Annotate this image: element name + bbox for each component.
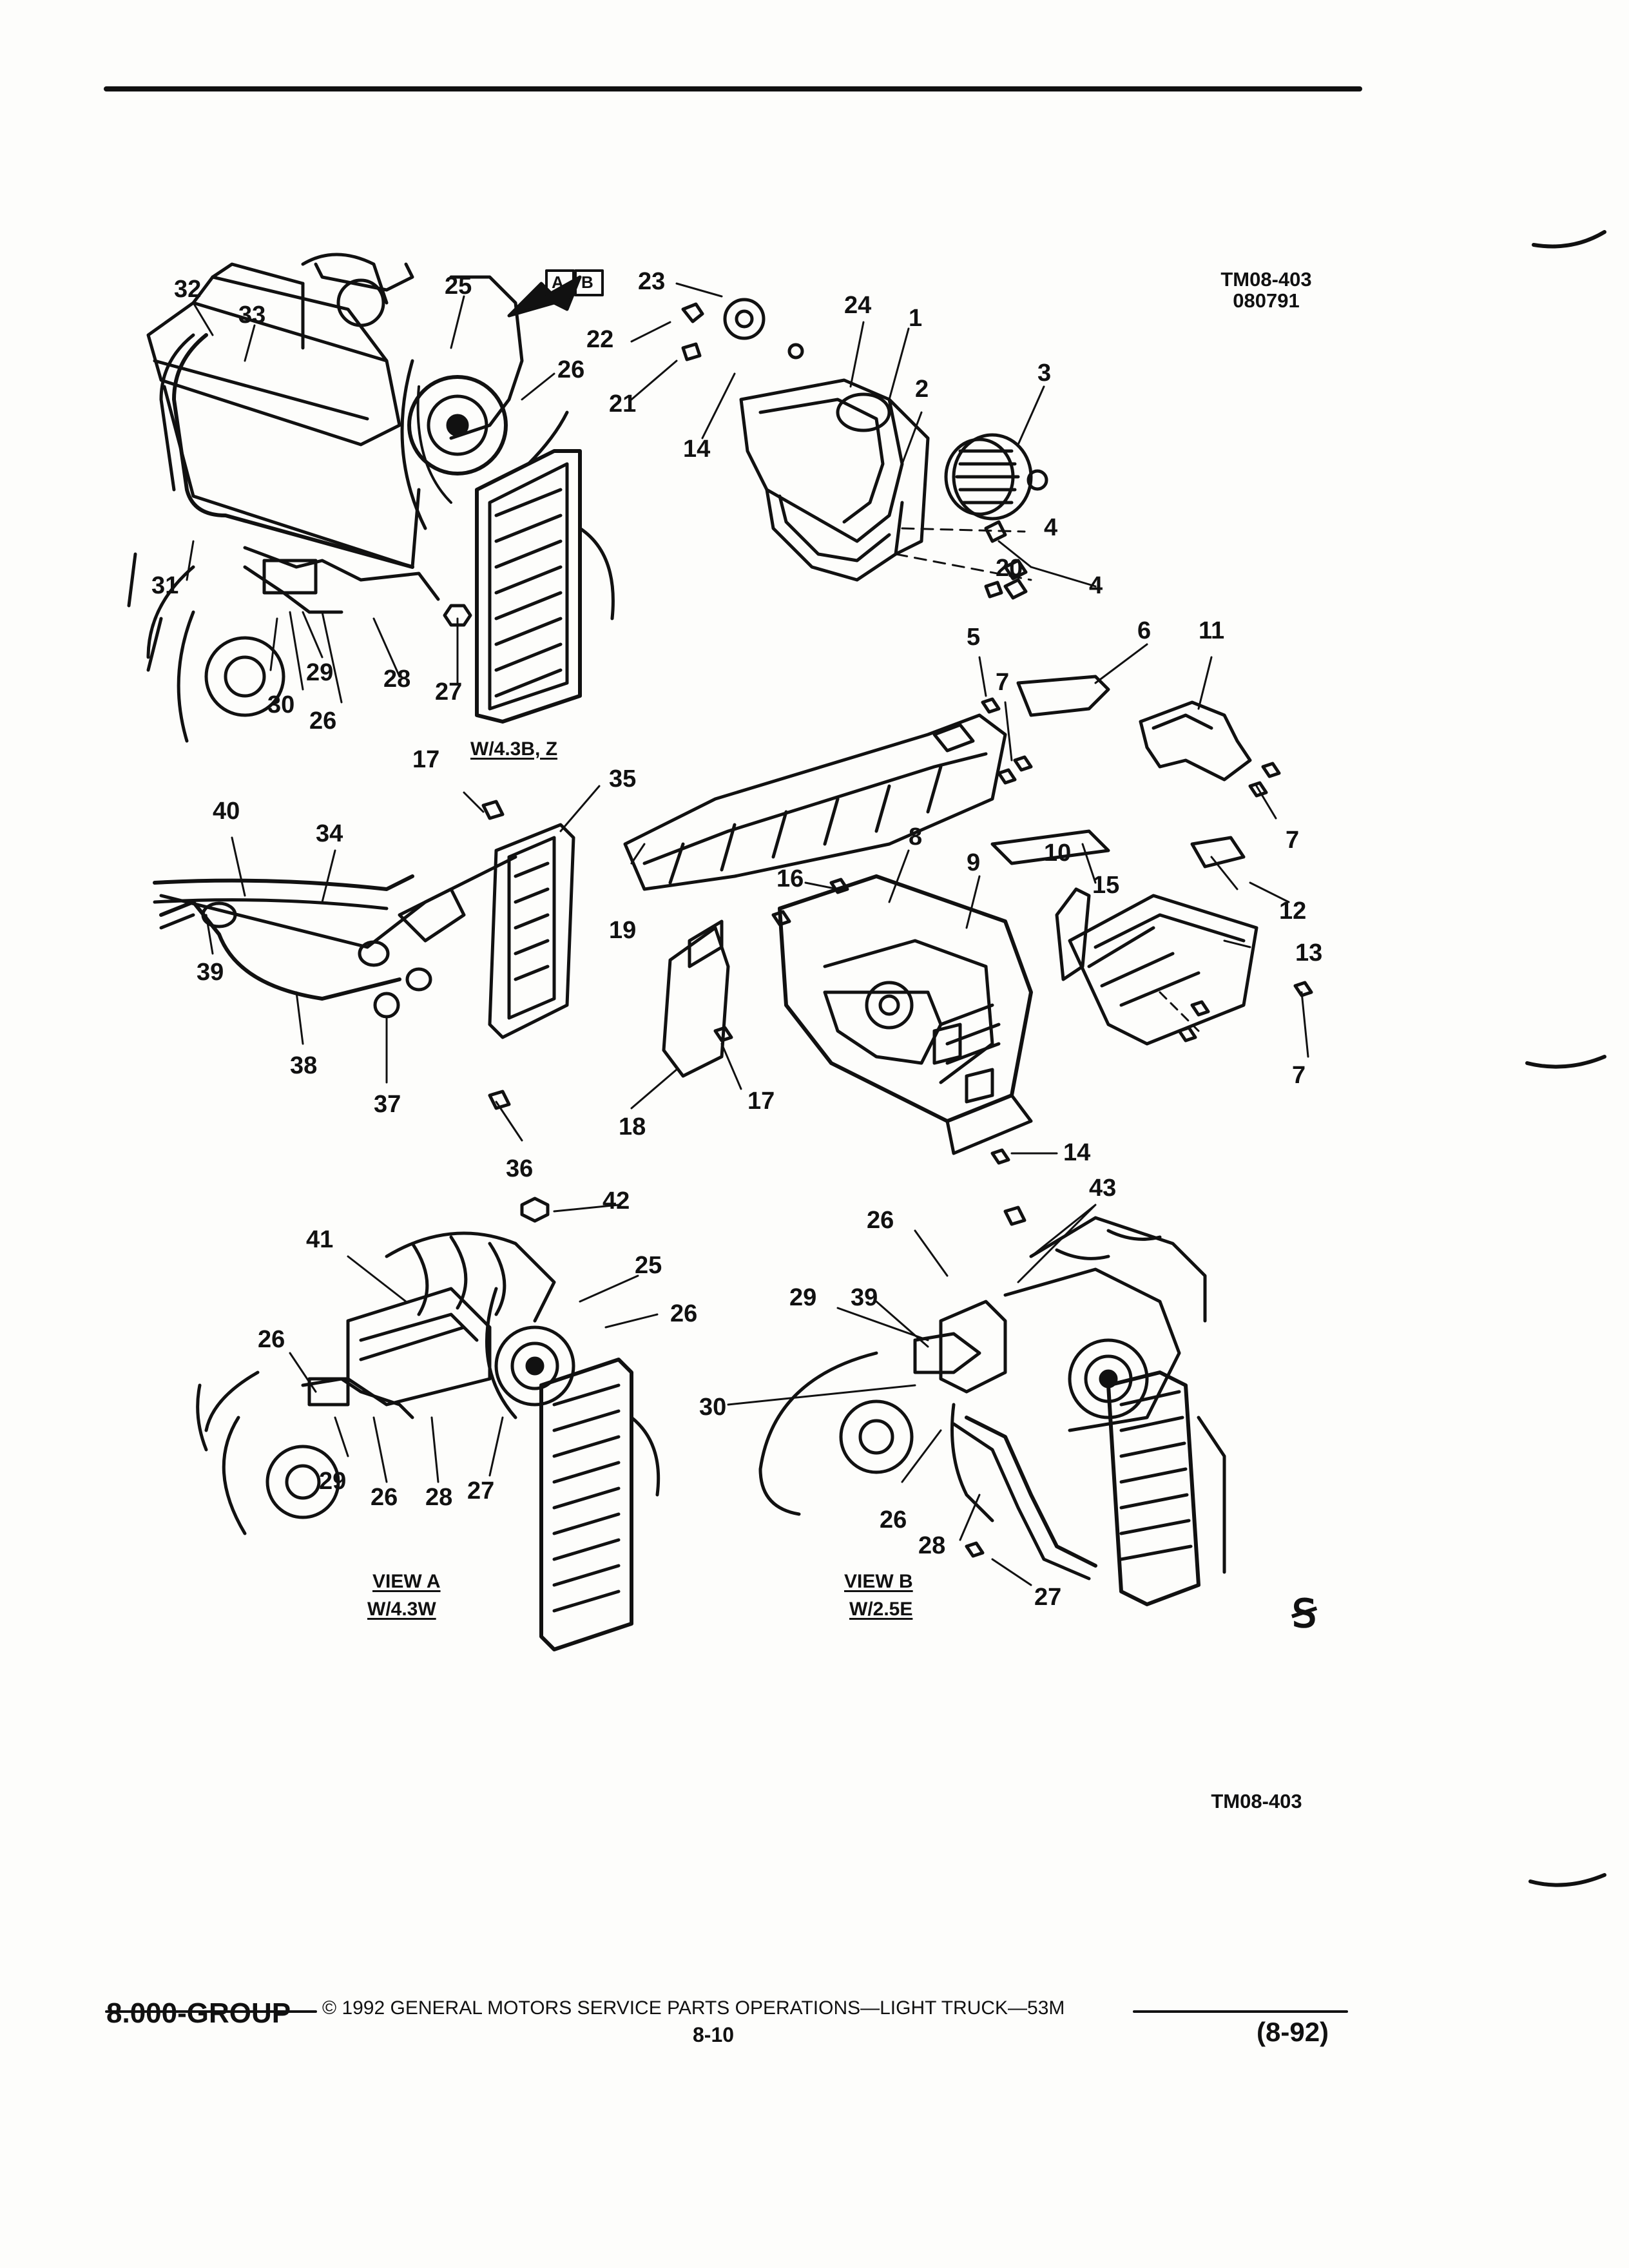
callout-31: 31 [151,572,179,599]
view-a-engine-drawing [196,1196,660,1651]
footer-page-number: 8-10 [693,2023,735,2046]
callout-39b: 39 [851,1284,878,1311]
callout-28a: 28 [383,666,411,693]
callout-30b: 30 [699,1394,727,1421]
callout-26c: 26 [670,1300,698,1327]
callout-26a: 26 [557,356,585,383]
leader-lines [186,282,1309,1586]
callout-4a: 4 [1044,514,1058,541]
callout-3: 3 [1037,360,1052,387]
callout-14b: 14 [1063,1139,1091,1166]
callout-35: 35 [609,765,637,793]
publisher-logo: Ꞩ [1292,1592,1317,1635]
callout-17a: 17 [412,746,440,773]
edge-mark [1528,1873,1606,1887]
bottom-figure-code: TM08-403 [1211,1790,1302,1812]
callout-29a: 29 [306,659,334,686]
callout-38: 38 [290,1052,318,1079]
view-a-caption: W/4.3W [367,1599,436,1620]
callout-12: 12 [1279,898,1307,925]
callout-7b: 7 [1286,827,1300,854]
figure-code: TM08-403 [1220,268,1312,291]
view-b-title: VIEW B [844,1571,913,1592]
callout-26g: 26 [880,1506,907,1533]
callout-27b: 27 [467,1477,495,1504]
callout-32: 32 [174,276,202,303]
callout-17b: 17 [747,1088,775,1115]
callout-16: 16 [776,865,804,892]
view-a-title: VIEW A [372,1571,441,1592]
callout-8: 8 [909,823,923,850]
edge-mark [1532,230,1606,249]
callout-6: 6 [1137,617,1152,644]
callout-24: 24 [844,292,872,319]
callout-26f: 26 [867,1207,894,1234]
callout-25a: 25 [445,273,472,300]
view-letter-a: A [552,273,564,292]
callout-11: 11 [1199,617,1225,644]
footer-revision: (8-92) [1257,2017,1329,2047]
callout-26e: 26 [371,1484,398,1511]
edge-mark [1525,1055,1606,1069]
callout-30a: 30 [267,691,295,718]
callout-26b: 26 [309,707,337,735]
view-b-engine-drawing [758,1206,1226,1606]
callout-26d: 26 [258,1326,285,1353]
callout-5: 5 [967,624,981,651]
callout-27c: 27 [1034,1584,1062,1611]
engine-main-drawing [127,253,615,743]
callout-29c: 29 [789,1284,817,1311]
callout-39a: 39 [197,959,224,986]
callout-28c: 28 [918,1532,946,1559]
callout-10: 10 [1044,840,1072,867]
callout-27a: 27 [435,678,463,706]
callout-42: 42 [602,1187,630,1215]
callout-23: 23 [638,268,666,295]
hose-assembly-drawing [153,800,575,1110]
view-b-caption: W/2.5E [849,1599,913,1620]
callout-4b: 4 [1089,572,1103,599]
main-view-caption: W/4.3B, Z [470,738,558,760]
callout-36: 36 [506,1155,534,1182]
callout-25b: 25 [635,1252,662,1279]
footer-copyright: © 1992 GENERAL MOTORS SERVICE PARTS OPER… [322,1997,1065,2019]
callout-40: 40 [213,798,240,825]
callout-41: 41 [306,1226,334,1253]
figure-date: 080791 [1233,289,1300,312]
callout-13: 13 [1295,939,1323,966]
callout-21: 21 [609,390,637,418]
callout-1: 1 [909,305,923,332]
callout-9: 9 [967,849,981,876]
callout-37: 37 [374,1091,401,1118]
callout-22: 22 [586,326,614,353]
callout-15: 15 [1092,872,1120,899]
callout-7c: 7 [1292,1062,1306,1089]
blower-housing-drawing [681,298,1048,600]
callout-43: 43 [1089,1175,1117,1202]
callout-19: 19 [609,917,637,944]
callout-20: 20 [996,555,1023,582]
view-letter-b: B [581,273,593,292]
footer-group: 8.000-GROUP [106,1997,291,2029]
callout-29b: 29 [319,1468,347,1495]
callout-34: 34 [316,820,343,847]
callout-33: 33 [238,302,266,329]
figure-code-block: TM08-403 080791 [1205,269,1327,311]
callout-7a: 7 [996,669,1010,696]
callout-28b: 28 [425,1484,453,1511]
callout-18: 18 [619,1113,646,1140]
callout-2: 2 [915,376,929,403]
view-arrow [507,269,604,318]
callout-14a: 14 [683,436,711,463]
heater-case-drawing [623,675,1313,1165]
